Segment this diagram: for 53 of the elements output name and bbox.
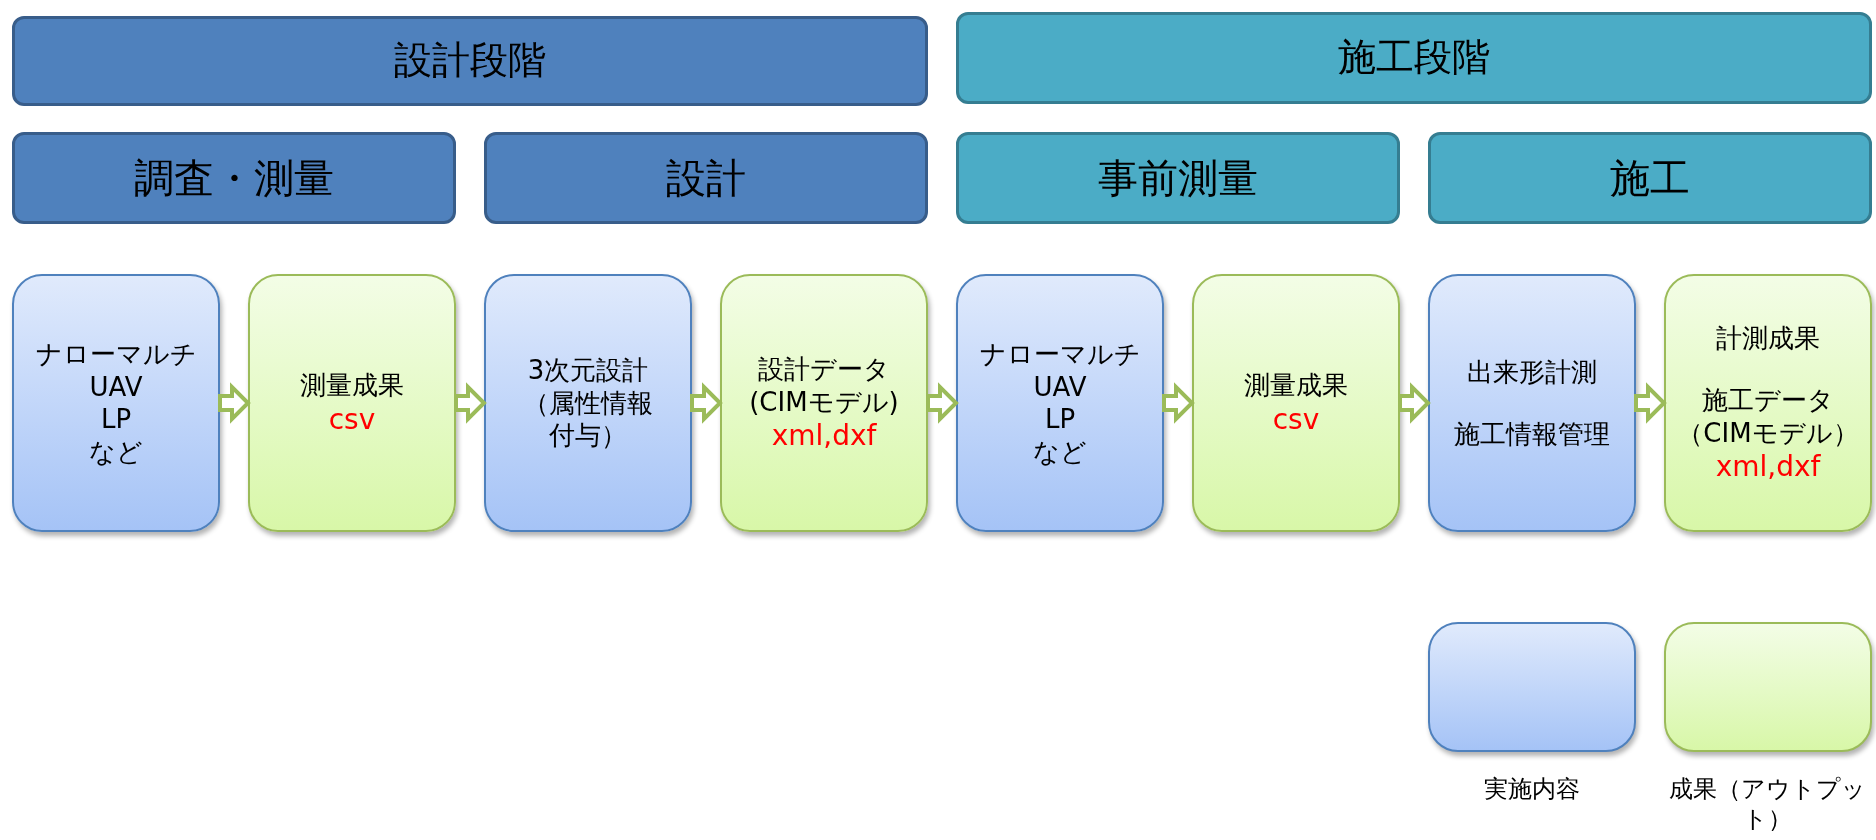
block-arrow (454, 382, 487, 424)
step-text: （CIMモデル） (1677, 416, 1859, 450)
block-arrow (1634, 382, 1667, 424)
step-text: LP (1044, 403, 1076, 436)
block-arrow (926, 382, 959, 424)
phase-title: 施工段階 (1338, 34, 1490, 82)
output-box (720, 274, 928, 532)
step-text: ナローマルチ (35, 338, 197, 371)
file-format-text: csv (328, 401, 376, 437)
phase-band (956, 12, 1872, 104)
step-text: ナローマルチ (979, 338, 1141, 371)
phase-title: 事前測量 (1098, 154, 1258, 203)
output-box (248, 274, 456, 532)
activity-box (484, 274, 692, 532)
step-text: (CIMモデル) (749, 385, 899, 418)
phase-title: 設計 (666, 154, 746, 203)
output-box (1192, 274, 1400, 532)
file-format-text: xml,dxf (1715, 449, 1821, 485)
file-format-text: xml,dxf (771, 418, 877, 453)
step-text: （属性情報 (523, 386, 653, 420)
file-format-text: csv (1272, 401, 1320, 437)
stage-band (956, 132, 1400, 224)
block-arrow (1162, 382, 1195, 424)
stage-band (484, 132, 928, 224)
step-text: 設計データ (758, 353, 890, 386)
step-text: 測量成果 (300, 369, 404, 402)
legend-label: 実施内容 (1484, 774, 1580, 804)
step-text: 出来形計測 (1467, 355, 1597, 388)
activity-box (956, 274, 1164, 532)
step-text: 3次元設計 (527, 354, 649, 387)
step-text: など (1033, 435, 1087, 468)
output-box (1664, 274, 1872, 532)
activity-box (1428, 274, 1636, 532)
phase-title: 設計段階 (394, 37, 546, 85)
activity-box (12, 274, 220, 532)
phase-band (12, 16, 928, 106)
stage-band (1428, 132, 1872, 224)
step-text: LP (100, 403, 132, 436)
step-text: UAV (89, 370, 143, 403)
block-arrow (690, 382, 723, 424)
step-text: 施工データ (1702, 384, 1834, 417)
step-text: UAV (1033, 370, 1087, 403)
step-text: など (89, 435, 143, 468)
step-text: 付与） (549, 419, 627, 452)
step-text: 施工情報管理 (1454, 418, 1610, 451)
step-text: 計測成果 (1716, 321, 1820, 355)
phase-title: 調査・測量 (134, 154, 334, 203)
legend-label: 成果（アウトプット） (1668, 774, 1868, 834)
block-arrow (1398, 382, 1431, 424)
stage-band (12, 132, 456, 224)
block-arrow (218, 382, 251, 424)
phase-title: 施工 (1610, 154, 1690, 203)
step-text: 測量成果 (1244, 369, 1348, 402)
